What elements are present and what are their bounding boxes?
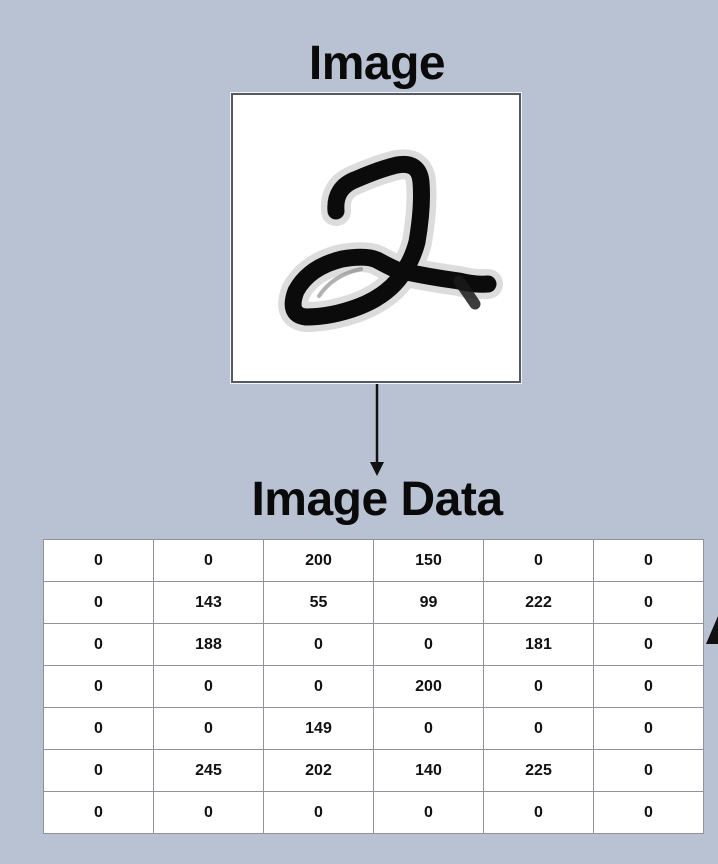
image-title: Image bbox=[308, 37, 446, 90]
table-cell: 222 bbox=[483, 581, 594, 624]
table-cell: 0 bbox=[153, 539, 264, 582]
table-cell: 0 bbox=[483, 791, 594, 834]
down-arrow-icon bbox=[370, 384, 384, 476]
table-cell: 0 bbox=[593, 791, 704, 834]
image-data-title: Image Data bbox=[251, 473, 503, 526]
table-cell: 0 bbox=[43, 581, 154, 624]
table-cell: 0 bbox=[593, 581, 704, 624]
table-cell: 0 bbox=[593, 539, 704, 582]
table-cell: 0 bbox=[43, 539, 154, 582]
table-cell: 55 bbox=[263, 581, 374, 624]
table-cell: 0 bbox=[483, 707, 594, 750]
table-cell: 181 bbox=[483, 623, 594, 666]
table-cell: 200 bbox=[373, 665, 484, 708]
table-cell: 0 bbox=[153, 707, 264, 750]
table-cell: 0 bbox=[153, 665, 264, 708]
up-arrow-icon bbox=[706, 616, 718, 644]
table-cell: 0 bbox=[263, 623, 374, 666]
table-cell: 0 bbox=[43, 623, 154, 666]
table-cell: 245 bbox=[153, 749, 264, 792]
table-cell: 0 bbox=[593, 665, 704, 708]
table-cell: 225 bbox=[483, 749, 594, 792]
table-cell: 0 bbox=[43, 791, 154, 834]
table-cell: 0 bbox=[483, 665, 594, 708]
table-cell: 200 bbox=[263, 539, 374, 582]
table-cell: 0 bbox=[263, 791, 374, 834]
table-cell: 99 bbox=[373, 581, 484, 624]
digit-image bbox=[231, 93, 521, 383]
table-cell: 0 bbox=[373, 707, 484, 750]
table-cell: 0 bbox=[43, 749, 154, 792]
table-cell: 188 bbox=[153, 623, 264, 666]
table-cell: 0 bbox=[153, 791, 264, 834]
table-cell: 202 bbox=[263, 749, 374, 792]
table-cell: 0 bbox=[373, 791, 484, 834]
table-cell: 0 bbox=[373, 623, 484, 666]
table-cell: 0 bbox=[43, 707, 154, 750]
table-cell: 143 bbox=[153, 581, 264, 624]
table-cell: 0 bbox=[593, 623, 704, 666]
table-cell: 150 bbox=[373, 539, 484, 582]
table-cell: 0 bbox=[593, 749, 704, 792]
table-cell: 0 bbox=[483, 539, 594, 582]
table-cell: 140 bbox=[373, 749, 484, 792]
table-cell: 0 bbox=[43, 665, 154, 708]
table-cell: 0 bbox=[593, 707, 704, 750]
table-cell: 149 bbox=[263, 707, 374, 750]
table-cell: 0 bbox=[263, 665, 374, 708]
handwritten-digit-2-image bbox=[278, 149, 503, 332]
